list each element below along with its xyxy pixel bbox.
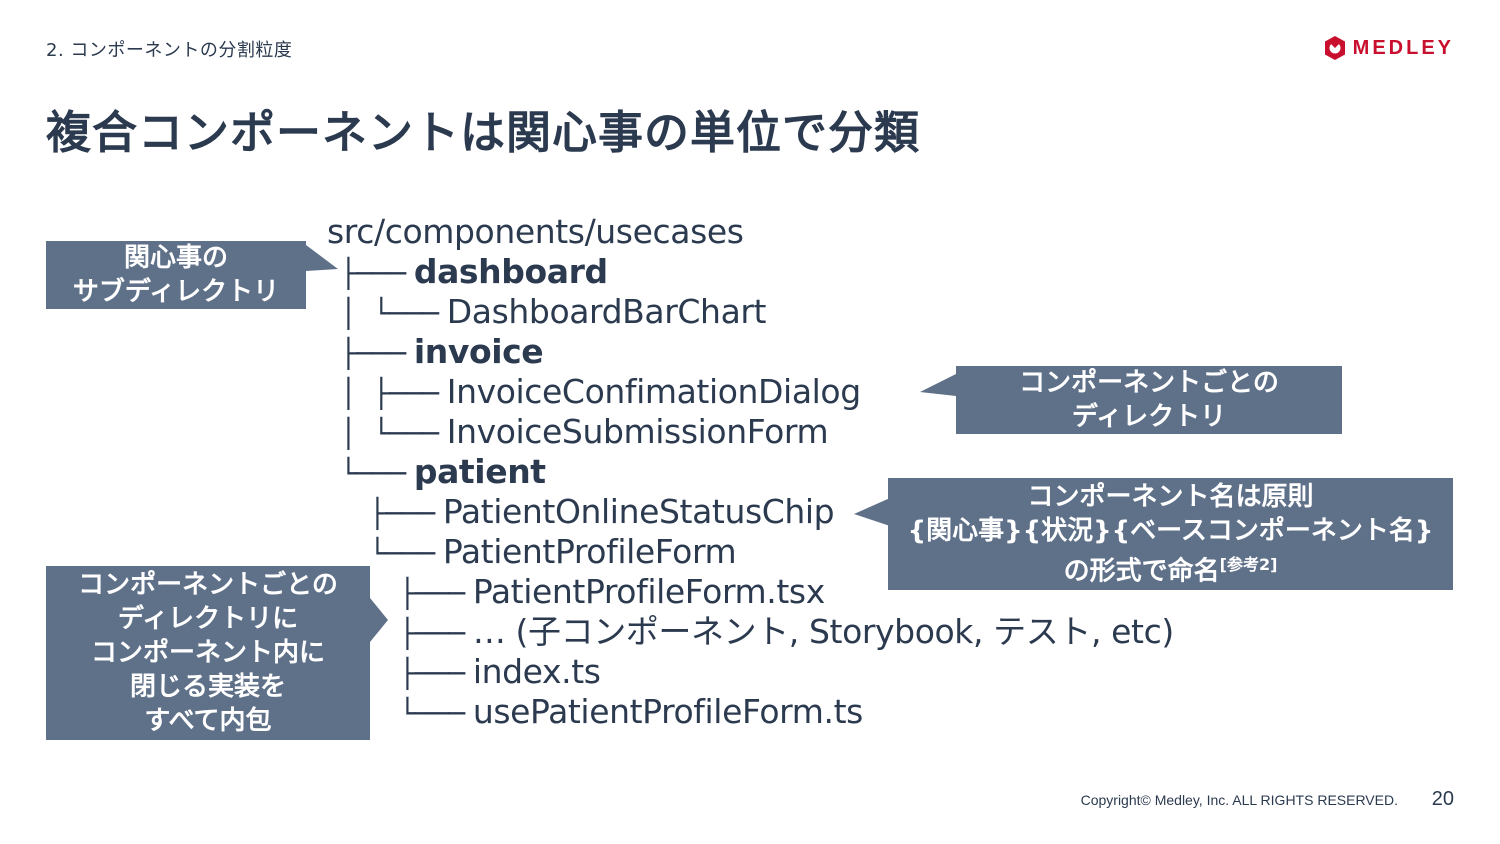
callout-text: コンポーネントごとの [1019, 368, 1279, 398]
callout-text: ディレクトリに [117, 604, 299, 634]
tree-line: └───usePatientProfileForm.ts [399, 692, 863, 732]
callout-text: 関心事の [123, 243, 228, 273]
callout-pointer [370, 598, 388, 642]
tree-label: PatientOnlineStatusChip [442, 492, 835, 531]
tree-line: └───PatientProfileForm [369, 532, 737, 572]
tree-branch: ├─── [399, 657, 465, 690]
callout-encapsulation: コンポーネントごとの ディレクトリに コンポーネント内に 閉じる実装を すべて内… [46, 566, 370, 740]
tree-label: dashboard [413, 252, 608, 291]
callout-text: {関心事}{状況}{ベースコンポーネント名} [907, 515, 1434, 546]
callout-pointer [306, 245, 338, 271]
tree-line: ├───dashboard [340, 252, 608, 292]
callout-pointer [920, 374, 956, 396]
tree-branch: │ └─── [340, 417, 439, 450]
tree-line: ├───index.ts [399, 652, 601, 692]
page-number: 20 [1431, 788, 1454, 810]
tree-branch: ├─── [369, 497, 435, 530]
callout-text: 閉じる実装を [129, 672, 286, 702]
callout-text: コンポーネント内に [90, 638, 325, 668]
tree-line: ├───… (子コンポーネント, Storybook, テスト, etc) [399, 612, 1174, 652]
tree-branch: └─── [369, 537, 435, 570]
tree-line: │ ├───InvoiceConfimationDialog [340, 372, 861, 412]
medley-logo-icon [1324, 36, 1345, 60]
tree-branch: ├─── [399, 617, 465, 650]
tree-label: index.ts [472, 652, 601, 691]
tree-branch: │ ├─── [340, 377, 439, 410]
logo-text: MEDLEY [1352, 36, 1454, 59]
tree-line: │ └───DashboardBarChart [340, 292, 767, 332]
reference-mark: [参考2] [1219, 554, 1278, 574]
tree-line: ├───PatientProfileForm.tsx [399, 572, 825, 612]
callout-text: ディレクトリ [1071, 402, 1227, 432]
callout-component-directory: コンポーネントごとの ディレクトリ [956, 366, 1342, 434]
tree-label: DashboardBarChart [446, 292, 767, 331]
tree-label: … (子コンポーネント, Storybook, テスト, etc) [472, 612, 1174, 651]
tree-branch: ├─── [340, 337, 406, 370]
tree-label: invoice [413, 332, 544, 371]
tree-branch: └─── [340, 457, 406, 490]
page-title: 複合コンポーネントは関心事の単位で分類 [46, 106, 921, 159]
callout-text: すべて内包 [144, 706, 272, 736]
tree-line: ├───PatientOnlineStatusChip [369, 492, 835, 532]
tree-label: InvoiceSubmissionForm [446, 412, 829, 451]
medley-logo: MEDLEY [1323, 35, 1454, 61]
tree-branch: ├─── [340, 257, 406, 290]
tree-root-label: src/components/usecases [327, 212, 744, 251]
tree-label: PatientProfileForm.tsx [472, 572, 825, 611]
callout-subdirectory: 関心事の サブディレクトリ [46, 241, 306, 309]
tree-line: │ └───InvoiceSubmissionForm [340, 412, 829, 452]
tree-label: PatientProfileForm [442, 532, 737, 571]
tree-label: patient [413, 452, 546, 491]
tree-line: └───patient [340, 452, 546, 492]
tree-line: ├───invoice [340, 332, 544, 372]
callout-text: コンポーネントごとの [78, 570, 338, 600]
callout-text: コンポーネント名は原則 [1027, 481, 1314, 512]
tree-root: src/components/usecases [327, 212, 744, 252]
callout-text-line3: の形式で命名[参考2] [1064, 548, 1278, 589]
callout-text: サブディレクトリ [72, 277, 280, 307]
callout-naming-rule: コンポーネント名は原則 {関心事}{状況}{ベースコンポーネント名} の形式で命… [888, 478, 1453, 590]
tree-branch: │ └─── [340, 297, 439, 330]
tree-label: usePatientProfileForm.ts [472, 692, 863, 731]
tree-branch: └─── [399, 697, 465, 730]
copyright-text: Copyright© Medley, Inc. ALL RIGHTS RESER… [1080, 792, 1398, 808]
callout-text: の形式で命名 [1063, 556, 1220, 587]
tree-branch: ├─── [399, 577, 465, 610]
tree-label: InvoiceConfimationDialog [446, 372, 861, 411]
breadcrumb: 2. コンポーネントの分割粒度 [46, 40, 293, 61]
callout-pointer [854, 498, 890, 526]
